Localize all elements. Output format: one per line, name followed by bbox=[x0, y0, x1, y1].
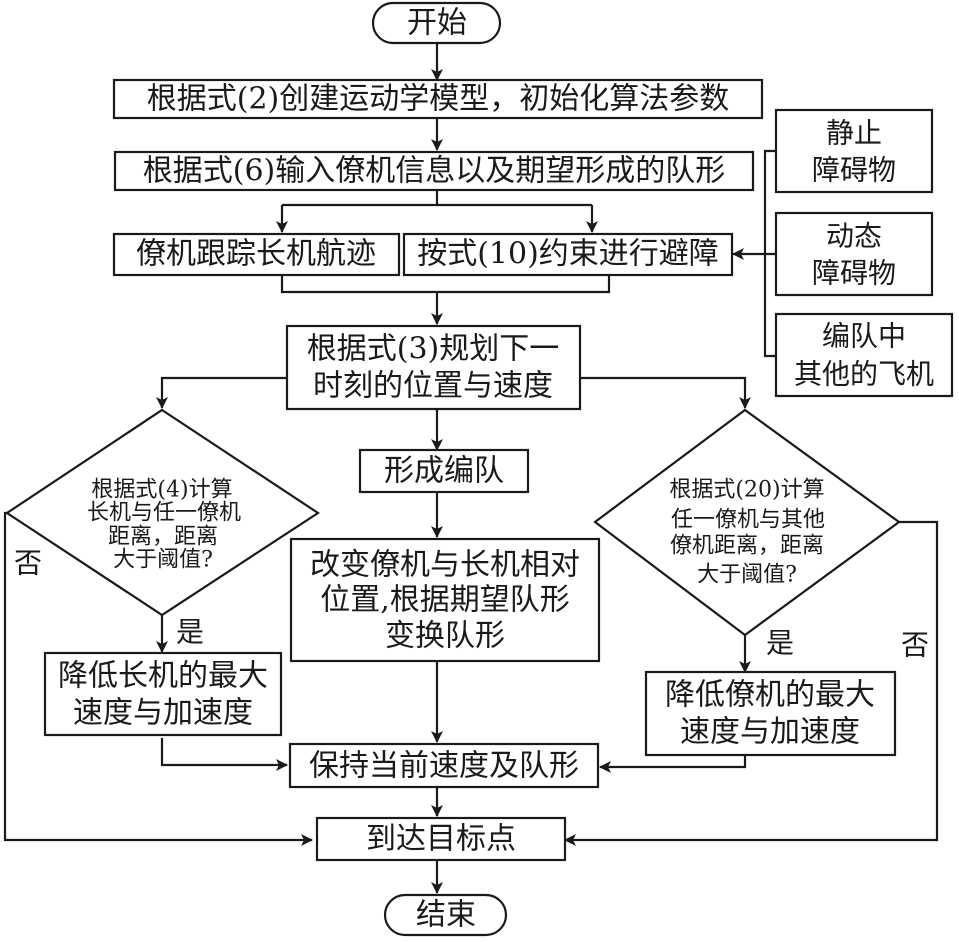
merge-bar bbox=[280, 275, 611, 294]
other-planes-line-2: 其他的飞机 bbox=[794, 358, 934, 391]
form-node: 形成编队 bbox=[358, 448, 530, 494]
decision-right-line-3: 僚机距离，距离 bbox=[670, 534, 824, 559]
decision-left-node: 根据式(4)计算 长机与任一僚机 距离，距离 大于阈值? bbox=[5, 408, 321, 617]
end-label: 结束 bbox=[416, 898, 476, 933]
static-obstacle-line-1: 静止 bbox=[826, 117, 882, 150]
plan-line-1: 根据式(3)规划下一 bbox=[307, 332, 560, 367]
arrow-reduce-wing-keep bbox=[599, 755, 747, 773]
decision-right-line-4: 大于阈值? bbox=[697, 563, 797, 588]
change-node: 改变僚机与长机相对 位置,根据期望队形 变换队形 bbox=[289, 537, 601, 663]
arrive-label: 到达目标点 bbox=[366, 822, 516, 857]
change-line-1: 改变僚机与长机相对 bbox=[310, 548, 580, 583]
init-node: 根据式(2)创建运动学模型，初始化算法参数 bbox=[112, 78, 764, 120]
avoid-label: 按式(10)约束进行避障 bbox=[417, 237, 719, 272]
end-node: 结束 bbox=[383, 893, 508, 937]
decision-right-node: 根据式(20)计算 任一僚机与其他 僚机距离，距离 大于阈值? bbox=[593, 408, 901, 637]
arrow-reduce-leader-keep bbox=[160, 738, 288, 771]
arrow-plan-decision-right bbox=[580, 376, 751, 409]
track-node: 僚机跟踪长机航迹 bbox=[112, 232, 401, 277]
arrive-node: 到达目标点 bbox=[315, 816, 567, 862]
reduce-wing-node: 降低僚机的最大 速度与加速度 bbox=[644, 670, 897, 757]
plan-node: 根据式(3)规划下一 时刻的位置与速度 bbox=[285, 324, 582, 411]
decision-right-line-1: 根据式(20)计算 bbox=[669, 478, 824, 503]
dynamic-obstacle-node: 动态 障碍物 bbox=[774, 211, 934, 297]
other-planes-line-1: 编队中 bbox=[822, 320, 906, 353]
dynamic-obstacle-line-1: 动态 bbox=[826, 220, 882, 253]
reduce-leader-line-1: 降低长机的最大 bbox=[58, 659, 268, 694]
avoid-node: 按式(10)约束进行避障 bbox=[402, 232, 734, 277]
reduce-wing-line-2: 速度与加速度 bbox=[680, 715, 860, 750]
reduce-wing-line-1: 降低僚机的最大 bbox=[665, 678, 875, 713]
keep-node: 保持当前速度及队形 bbox=[288, 742, 600, 789]
form-label: 形成编队 bbox=[384, 454, 504, 489]
decision-right-line-2: 任一僚机与其他 bbox=[671, 508, 825, 533]
decision-left-line-2: 长机与任一僚机 bbox=[87, 501, 241, 526]
decision-left-no-label: 否 bbox=[14, 547, 42, 580]
decision-right-yes-label: 是 bbox=[766, 627, 794, 660]
dynamic-obstacle-line-2: 障碍物 bbox=[812, 257, 896, 290]
reduce-leader-node: 降低长机的最大 速度与加速度 bbox=[43, 651, 283, 737]
static-obstacle-node: 静止 障碍物 bbox=[774, 108, 934, 194]
decision-right-no-label: 否 bbox=[901, 629, 929, 662]
track-label: 僚机跟踪长机航迹 bbox=[136, 237, 376, 272]
input-label: 根据式(6)输入僚机信息以及期望形成的队形 bbox=[143, 154, 726, 189]
start-node: 开始 bbox=[371, 1, 502, 45]
arrow-decision-right-no bbox=[564, 520, 939, 846]
decision-left-yes-label: 是 bbox=[176, 616, 204, 649]
plan-line-2: 时刻的位置与速度 bbox=[313, 369, 553, 404]
init-label: 根据式(2)创建运动学模型，初始化算法参数 bbox=[147, 82, 730, 117]
decision-left-line-4: 大于阈值? bbox=[113, 548, 213, 573]
change-line-2: 位置,根据期望队形 bbox=[320, 583, 570, 618]
arrow-plan-decision-left bbox=[156, 376, 287, 409]
keep-label: 保持当前速度及队形 bbox=[309, 749, 579, 784]
static-obstacle-line-2: 障碍物 bbox=[812, 154, 896, 187]
input-node: 根据式(6)输入僚机信息以及期望形成的队形 bbox=[113, 150, 755, 192]
change-line-3: 变换队形 bbox=[385, 619, 505, 654]
reduce-leader-line-2: 速度与加速度 bbox=[73, 696, 253, 731]
decision-left-line-3: 距离，距离 bbox=[108, 525, 218, 550]
decision-left-line-1: 根据式(4)计算 bbox=[91, 478, 232, 503]
start-label: 开始 bbox=[407, 6, 467, 41]
other-planes-node: 编队中 其他的飞机 bbox=[774, 312, 954, 398]
